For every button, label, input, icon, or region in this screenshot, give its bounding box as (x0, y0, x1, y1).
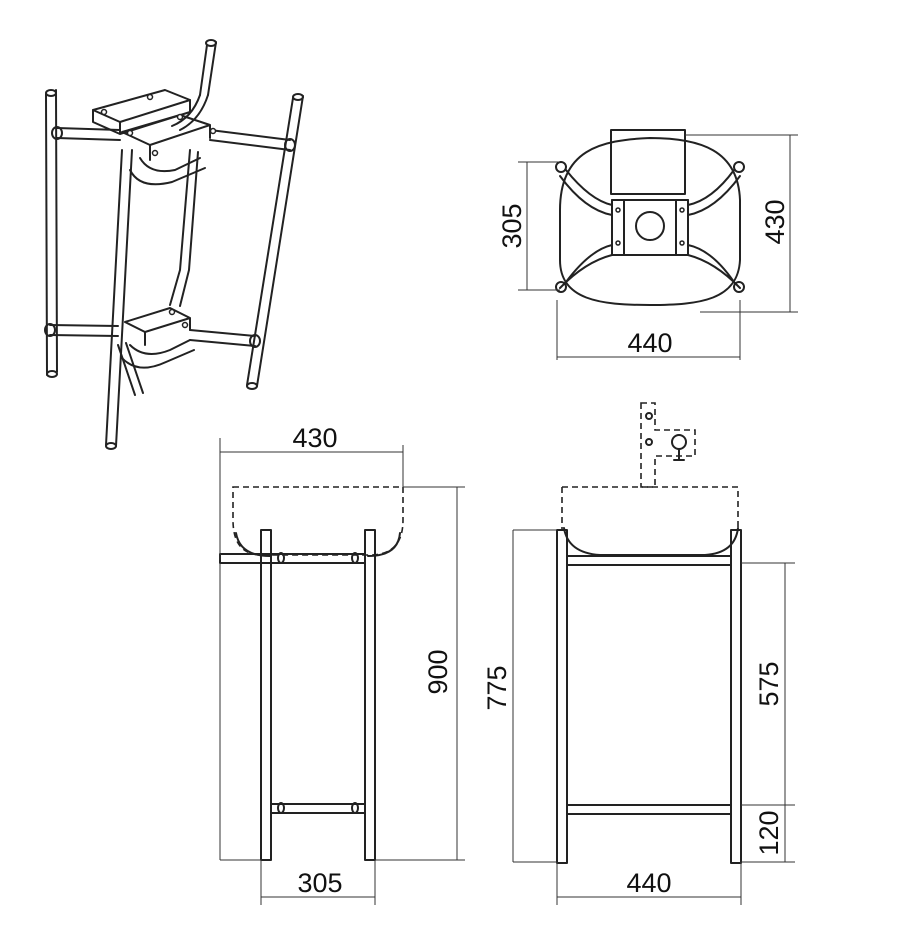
dim-top-width: 440 (627, 328, 672, 358)
dim-top-depth-outer: 430 (760, 199, 790, 244)
isometric-view (44, 39, 304, 450)
dim-front-bottom-bar: 120 (754, 810, 784, 855)
side-view: 430 900 305 (219, 423, 465, 905)
dim-front-inner-height: 575 (754, 661, 784, 706)
dim-top-depth-inner: 305 (497, 203, 527, 248)
top-view: 305 430 440 (497, 129, 798, 360)
dim-side-top-width: 430 (292, 423, 337, 453)
dim-side-base-width: 305 (297, 868, 342, 898)
dim-front-width: 440 (626, 868, 671, 898)
dim-front-frame-height: 775 (482, 665, 512, 710)
dim-side-height: 900 (423, 649, 453, 694)
front-view: 775 575 120 440 (482, 402, 795, 905)
